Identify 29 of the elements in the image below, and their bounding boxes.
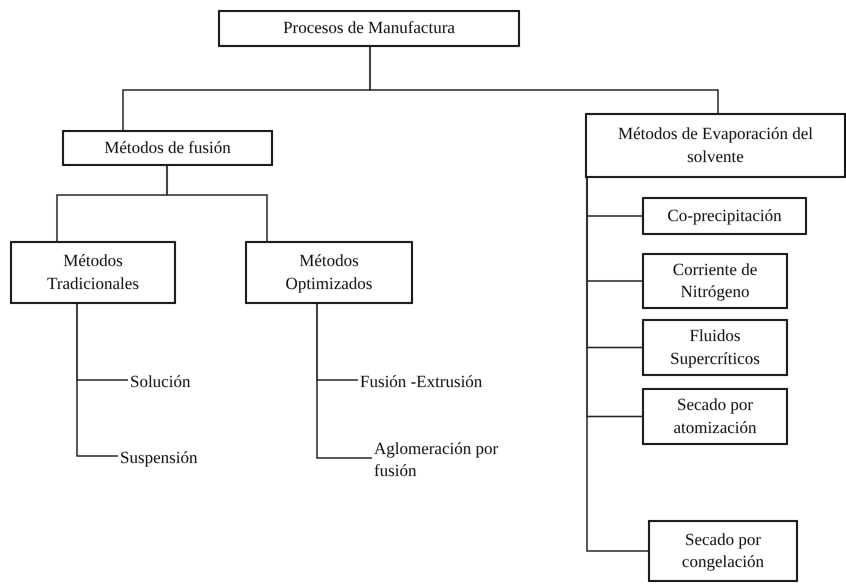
box-label: Métodos Optimizados [284,250,374,295]
category-box [642,319,788,376]
category-box [642,388,788,445]
box-label: Métodos Tradicionales [46,250,140,294]
item-label: Fusión -Extrusión [360,370,482,393]
box-label: Métodos de fusión [104,136,231,159]
connector-line [166,166,268,241]
category-box [245,241,413,304]
category-box [585,113,846,178]
category-box [10,241,176,304]
connector-line [369,47,719,113]
box-label: Secado por atomización [672,394,758,438]
category-box [62,130,273,166]
category-box [642,253,788,309]
item-label: Suspensión [120,446,198,469]
box-label: Co-precipitación [667,204,782,227]
box-label: Fluidos Supercríticos [669,325,761,370]
box-label: Corriente de Nitrógeno [672,258,758,303]
category-box [642,197,807,235]
category-box [648,520,798,582]
connector-line [316,304,372,459]
connector-line [586,178,648,552]
box-label: Métodos de Evaporación del solvente [617,123,814,168]
category-box [218,10,520,47]
connector-line [76,304,118,457]
item-label: Solución [130,370,190,393]
box-label: Secado por congelación [680,528,766,573]
box-label: Procesos de Manufactura [283,17,455,40]
item-label: Aglomeración por fusión [374,438,500,482]
